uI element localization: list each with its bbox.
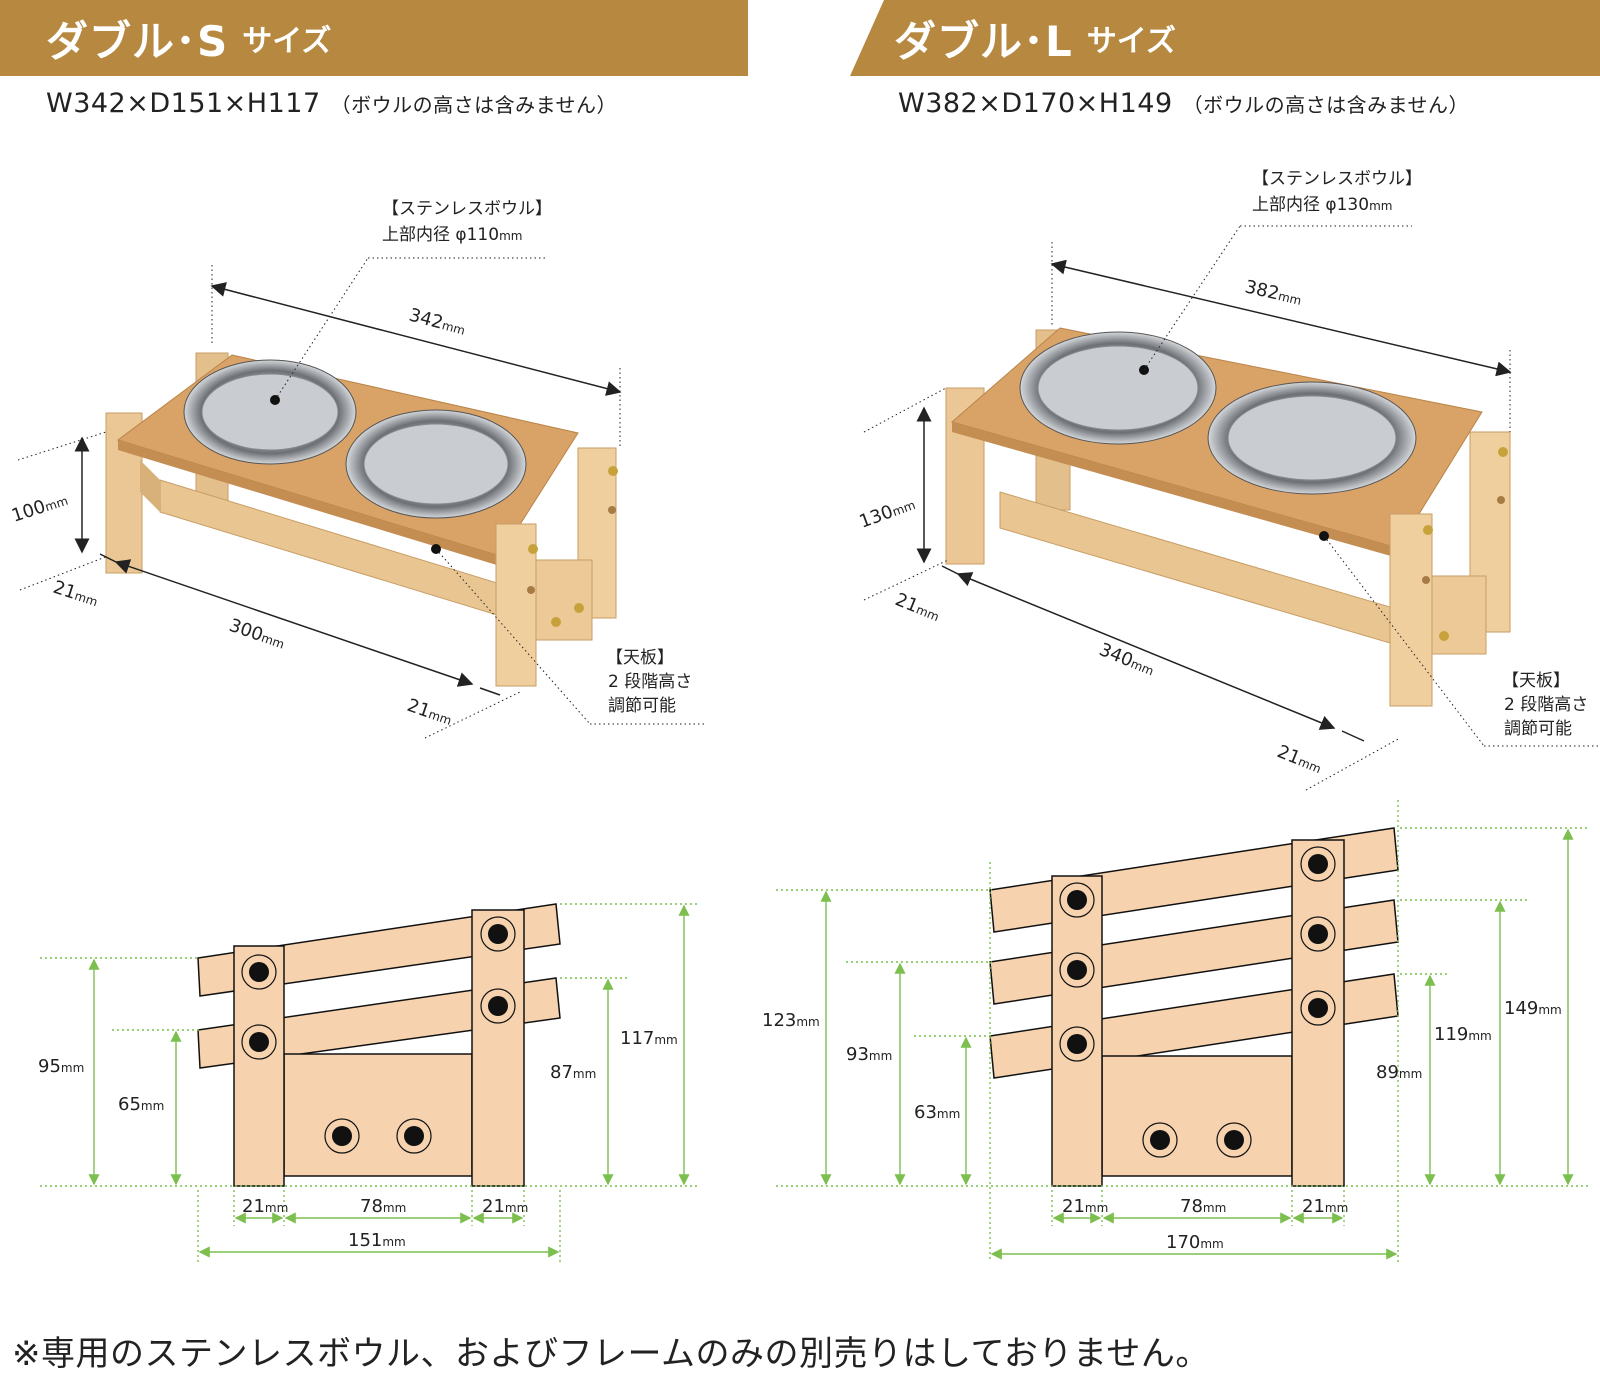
svg-text:382mm: 382mm: [1243, 276, 1304, 309]
svg-text:上部内径 φ130mm: 上部内径 φ130mm: [1252, 195, 1392, 215]
dims-s: [17, 257, 706, 739]
l-front-leg-right: [1389, 513, 1433, 707]
s-width-value: 342: [407, 305, 446, 334]
l-bottom-total: 170: [1166, 1232, 1200, 1253]
title-l-sub: サイズ: [1086, 24, 1176, 59]
s-bottom-middle: 78: [360, 1196, 383, 1217]
side-dims-s: [40, 903, 700, 1262]
l-side-left-mid: 93: [846, 1044, 869, 1065]
l-bottom-middle: 78: [1180, 1196, 1203, 1217]
s-side-post-right: [471, 909, 525, 1187]
svg-text:63mm: 63mm: [914, 1102, 960, 1123]
s-side-right-inner: 87: [550, 1062, 573, 1083]
spec-s: W342×D151×H117 （ボウルの高さは含みません）: [46, 88, 617, 119]
svg-text:87mm: 87mm: [550, 1062, 596, 1083]
svg-text:21mm: 21mm: [242, 1196, 288, 1217]
svg-text:21mm: 21mm: [1274, 741, 1325, 778]
svg-text:117mm: 117mm: [620, 1028, 678, 1049]
s-side-right-outer: 117: [620, 1028, 654, 1049]
l-side-left-outer: 123: [762, 1010, 796, 1031]
s-bowl-label: 【ステンレスボウル】: [382, 199, 552, 219]
side-view-l: [989, 827, 1399, 1187]
header-s: ダブル･S サイズ: [0, 0, 748, 76]
svg-text:89mm: 89mm: [1376, 1062, 1422, 1083]
svg-text:21mm: 21mm: [892, 589, 943, 626]
l-bowl-diameter: 上部内径 φ130: [1252, 195, 1369, 215]
s-side-slat-lower: [197, 977, 561, 1069]
s-bottom-leg-right: 21: [482, 1196, 505, 1217]
svg-text:151mm: 151mm: [348, 1230, 406, 1251]
l-top-label: 【天板】: [1502, 671, 1570, 691]
footnote: ※専用のステンレスボウル、およびフレームのみの別売りはしておりません。: [12, 1334, 1210, 1374]
title-s-sub: サイズ: [242, 24, 332, 59]
svg-text:78mm: 78mm: [1180, 1196, 1226, 1217]
l-side-right-mid: 119: [1434, 1024, 1468, 1045]
spec-l-dimensions: W382×D170×H149: [898, 88, 1173, 119]
product-s: [105, 352, 618, 687]
s-side-panel: [283, 1053, 473, 1177]
svg-text:95mm: 95mm: [38, 1056, 84, 1077]
svg-text:21mm: 21mm: [1062, 1196, 1108, 1217]
header-l: ダブル･L サイズ: [850, 0, 1600, 76]
s-top-line1: 2 段階高さ: [608, 672, 692, 692]
spec-l: W382×D170×H149 （ボウルの高さは含みません）: [898, 88, 1469, 119]
side-view-s: [197, 903, 561, 1187]
svg-text:149mm: 149mm: [1504, 998, 1562, 1019]
svg-text:21mm: 21mm: [404, 695, 455, 730]
s-top-label: 【天板】: [606, 648, 674, 668]
spec-s-note: （ボウルの高さは含みません）: [330, 93, 618, 117]
s-bowl-diameter: 上部内径 φ110: [382, 225, 499, 245]
title-s: ダブル･S: [46, 16, 229, 66]
s-top-line2: 調節可能: [608, 696, 676, 716]
product-l: [945, 327, 1511, 707]
l-bowl-label: 【ステンレスボウル】: [1252, 169, 1422, 189]
svg-text:21mm: 21mm: [50, 577, 101, 611]
svg-text:170mm: 170mm: [1166, 1232, 1224, 1253]
l-bottom-leg-right: 21: [1302, 1196, 1325, 1217]
l-side-right-inner: 89: [1376, 1062, 1399, 1083]
svg-text:123mm: 123mm: [762, 1010, 820, 1031]
s-side-post-left: [233, 945, 285, 1187]
svg-text:21mm: 21mm: [482, 1196, 528, 1217]
side-labels-l: 123mm 93mm 63mm 149mm 119mm 89mm 21mm 78…: [762, 998, 1562, 1253]
spec-s-dimensions: W342×D151×H117: [46, 88, 321, 119]
l-top-line1: 2 段階高さ: [1504, 695, 1588, 715]
s-bottom-total: 151: [348, 1230, 382, 1251]
svg-text:119mm: 119mm: [1434, 1024, 1492, 1045]
svg-text:78mm: 78mm: [360, 1196, 406, 1217]
svg-text:300mm: 300mm: [226, 615, 287, 654]
svg-text:130mm: 130mm: [857, 493, 918, 532]
svg-text:上部内径 φ110mm: 上部内径 φ110mm: [382, 225, 522, 245]
svg-text:93mm: 93mm: [846, 1044, 892, 1065]
dims-l: [863, 225, 1598, 791]
s-bottom-leg-left: 21: [242, 1196, 265, 1217]
svg-text:340mm: 340mm: [1096, 639, 1157, 680]
labels-s: 342mm 100mm 21mm 300mm 21mm 【ステンレスボウル】 上…: [9, 199, 692, 730]
s-side-left-inner: 65: [118, 1094, 141, 1115]
l-side-post-left: [1051, 875, 1103, 1187]
l-side-left-inner: 63: [914, 1102, 937, 1123]
l-top-line2: 調節可能: [1504, 719, 1572, 739]
spec-l-note: （ボウルの高さは含みません）: [1182, 93, 1470, 117]
title-l: ダブル･L: [894, 16, 1073, 66]
side-labels-s: 95mm 65mm 117mm 87mm 21mm 78mm 21mm 151m…: [38, 1028, 678, 1251]
l-bottom-leg-left: 21: [1062, 1196, 1085, 1217]
svg-text:65mm: 65mm: [118, 1094, 164, 1115]
side-dims-l: [776, 800, 1590, 1262]
svg-text:342mm: 342mm: [407, 305, 468, 340]
l-side-panel: [1101, 1055, 1293, 1177]
l-side-right-outer: 149: [1504, 998, 1538, 1019]
svg-text:100mm: 100mm: [9, 489, 70, 527]
s-side-left-outer: 95: [38, 1056, 61, 1077]
l-width-value: 382: [1243, 276, 1281, 304]
s-side-slat-upper: [197, 903, 561, 997]
svg-text:21mm: 21mm: [1302, 1196, 1348, 1217]
